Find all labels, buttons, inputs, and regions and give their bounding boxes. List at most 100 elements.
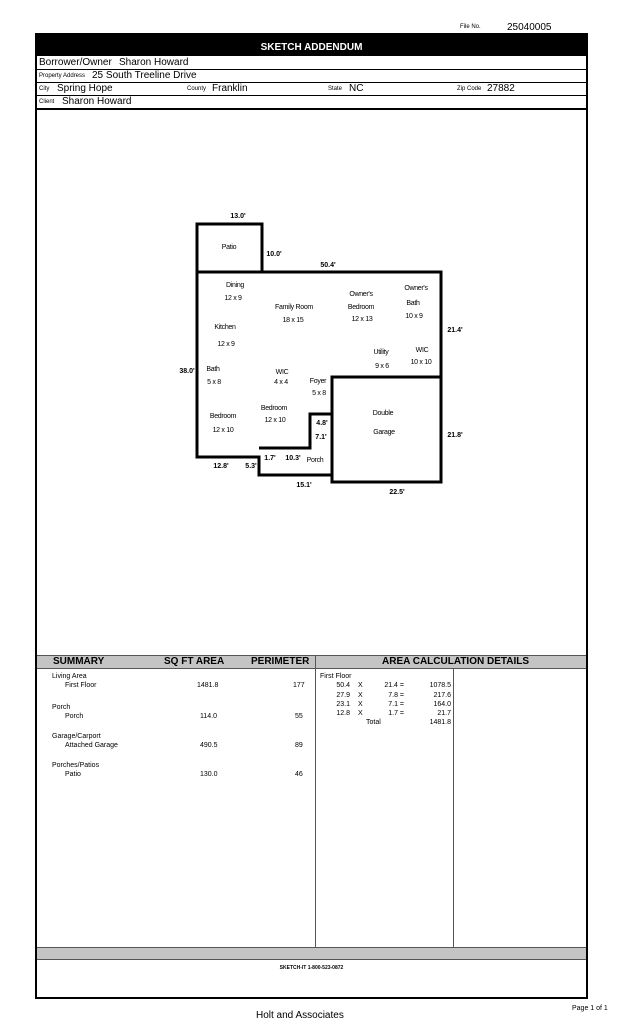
room-size: 12 x 9 — [224, 295, 242, 302]
perimeter: 46 — [295, 771, 303, 778]
city: Spring Hope — [57, 83, 113, 94]
calc-cell: X — [358, 700, 363, 708]
room-size: 12 x 13 — [352, 316, 373, 323]
item-label: First Floor — [65, 682, 97, 689]
calc-cell: 21.4 = — [384, 682, 404, 690]
room-name: Bedroom — [348, 304, 375, 311]
divider — [453, 668, 454, 960]
room-name: Patio — [222, 244, 237, 251]
dim: 50.4' — [320, 262, 336, 269]
perimeter: 55 — [295, 713, 303, 720]
room-name: Double — [373, 410, 394, 417]
company-name: Holt and Associates — [256, 1010, 344, 1021]
calc-cell: 27.9 — [336, 691, 350, 699]
group-label: Porches/Patios — [52, 762, 100, 769]
area: 1481.8 — [197, 682, 219, 689]
footer-band — [37, 947, 586, 960]
room-name: Bath — [206, 366, 220, 373]
city-label: City — [39, 86, 50, 92]
calc-row: 50.4 X 21.4 = 1078.5 — [320, 681, 452, 690]
client: Sharon Howard — [62, 96, 132, 107]
calc-cell: 1.7 = — [388, 710, 404, 718]
col-summary: SUMMARY — [53, 656, 105, 667]
client-label: Client — [39, 99, 55, 105]
dim: 13.0' — [230, 213, 246, 220]
city-row: City Spring Hope County Franklin State N… — [37, 83, 586, 96]
calc-cell: 50.4 — [336, 682, 350, 690]
calc-cell: X — [358, 682, 363, 690]
room-name: Dining — [226, 282, 244, 289]
calc-cell: 1078.5 — [429, 682, 451, 690]
room-size: 12 x 9 — [217, 341, 235, 348]
perimeter: 89 — [295, 742, 303, 749]
calc-cell: 164.0 — [433, 700, 451, 708]
col-perimeter: PERIMETER — [251, 656, 310, 667]
dim: 1.7' — [264, 455, 276, 462]
house-outline — [197, 270, 443, 377]
client-row: Client Sharon Howard — [37, 96, 586, 110]
calc-cell: 7.1 = — [388, 700, 404, 708]
dim: 38.0' — [179, 368, 195, 375]
dim: 21.8' — [447, 432, 463, 439]
floor-plan: 13.0' 10.0' 50.4' 21.4' 38.0' 21.8' 12.8… — [179, 213, 463, 496]
dim: 12.8' — [213, 463, 229, 470]
dim: 10.3' — [285, 455, 301, 462]
address-label: Property Address — [39, 73, 86, 79]
perimeter: 177 — [293, 682, 305, 689]
room-size: 10 x 10 — [411, 359, 432, 366]
room-size: 4 x 4 — [274, 379, 288, 386]
summary-group: Garage/Carport Attached Garage 490.5 89 — [52, 732, 312, 761]
address: 25 South Treeline Drive — [92, 70, 197, 81]
calc-cell: X — [358, 710, 363, 718]
dim: 21.4' — [447, 327, 463, 334]
summary-group: Porches/Patios Patio 130.0 46 — [52, 761, 312, 790]
room-name: Utility — [373, 349, 389, 356]
calc-cell: 23.1 — [336, 700, 350, 708]
total-value: 1481.8 — [429, 719, 451, 727]
room-name: Foyer — [310, 378, 327, 385]
summary-group: Porch Porch 114.0 55 — [52, 703, 312, 732]
room-size: 5 x 8 — [207, 379, 221, 386]
col-area: SQ FT AREA — [164, 656, 225, 667]
total-label: Total — [366, 719, 381, 727]
room-size: 12 x 10 — [265, 417, 286, 424]
house-outline-left — [195, 272, 332, 477]
county: Franklin — [212, 83, 248, 94]
zip: 27882 — [487, 83, 515, 94]
summary-group: Living Area First Floor 1481.8 177 — [52, 672, 312, 703]
file-no-label: File No. — [460, 24, 481, 30]
calc-cell: 21.7 — [437, 710, 451, 718]
room-size: 18 x 15 — [283, 317, 304, 324]
room-name: WIC — [416, 347, 429, 354]
borrower-row: Borrower/Owner Sharon Howard — [37, 57, 586, 70]
address-row: Property Address 25 South Treeline Drive — [37, 70, 586, 83]
dim: 4.8' — [316, 420, 328, 427]
calc-cell: 12.8 — [336, 710, 350, 718]
calc-cell: 7.8 = — [388, 691, 404, 699]
calc-cell: 217.6 — [433, 691, 451, 699]
state: NC — [349, 83, 364, 94]
room-name: Bedroom — [210, 413, 237, 420]
group-label: Living Area — [52, 673, 87, 680]
room-name: Family Room — [275, 304, 313, 311]
group-label: Garage/Carport — [52, 733, 101, 740]
page-number: Page 1 of 1 — [572, 1005, 608, 1012]
room-size: 12 x 10 — [213, 427, 234, 434]
room-name: Porch — [307, 457, 324, 464]
file-no: 25040005 — [507, 22, 552, 33]
summary-header: SUMMARY SQ FT AREA PERIMETER AREA CALCUL… — [37, 655, 586, 669]
dim: 22.5' — [389, 489, 405, 496]
calc-title: First Floor — [320, 673, 352, 680]
col-calc: AREA CALCULATION DETAILS — [382, 656, 530, 667]
form-title: SKETCH ADDENDUM — [35, 33, 588, 56]
summary-table: Living Area First Floor 1481.8 177 Porch… — [52, 672, 312, 790]
borrower-label: Borrower/Owner — [39, 57, 112, 68]
room-name: Bath — [406, 300, 420, 307]
room-size: 5 x 8 — [312, 390, 326, 397]
dim: 10.0' — [266, 251, 282, 258]
garage-outline — [330, 375, 443, 484]
county-label: County — [187, 86, 207, 92]
room-name: Bedroom — [261, 405, 288, 412]
room-name: Kitchen — [214, 324, 236, 331]
